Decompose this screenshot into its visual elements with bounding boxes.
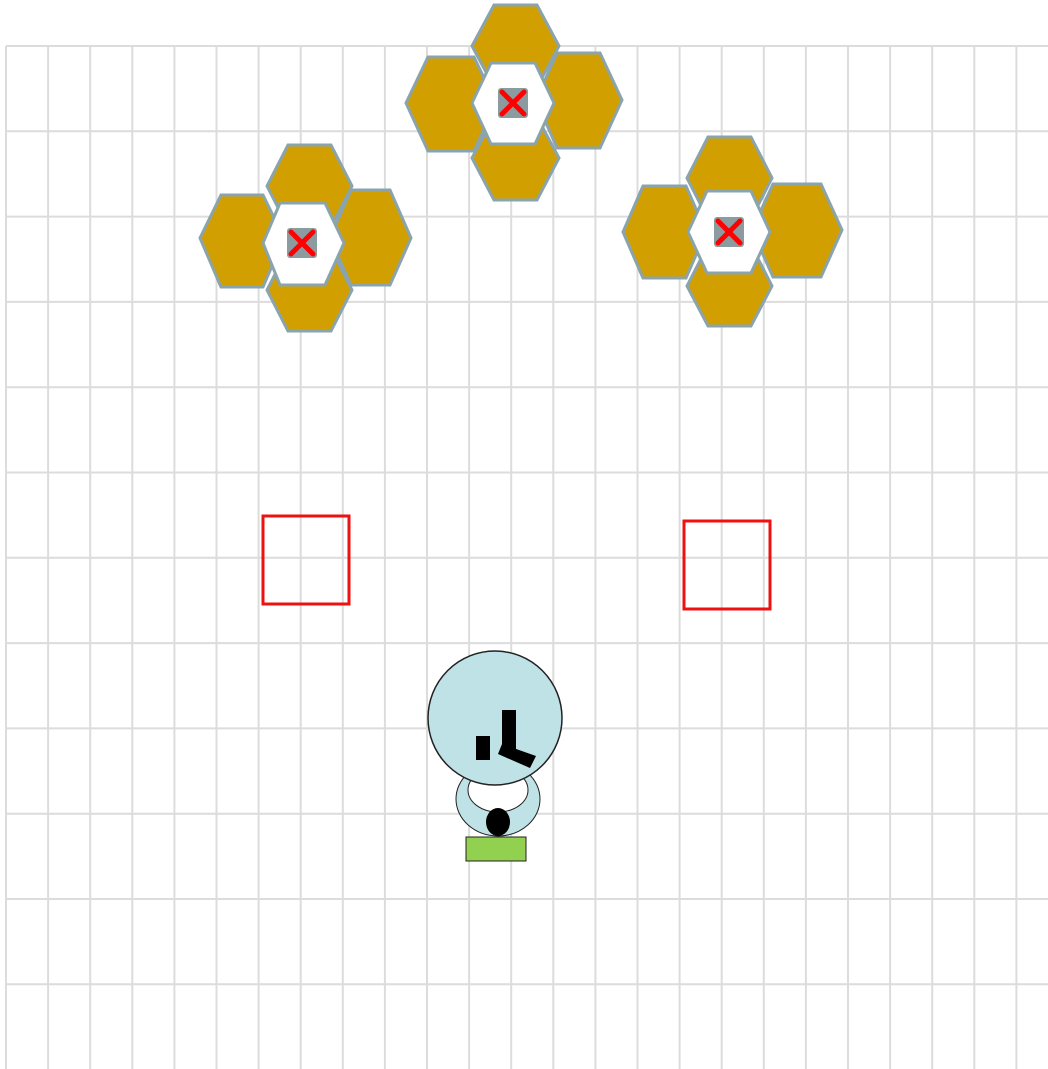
hex-cluster-right[interactable] xyxy=(623,137,842,326)
robot-base xyxy=(466,837,526,861)
hex-cluster-top[interactable] xyxy=(406,5,622,200)
hex-cluster-left[interactable] xyxy=(200,145,411,331)
robot-player[interactable] xyxy=(428,651,562,861)
x-marker-icon xyxy=(498,88,528,118)
drop-target-right[interactable] xyxy=(684,521,770,609)
robot-head xyxy=(428,651,562,785)
drop-target-left[interactable] xyxy=(263,516,349,604)
robot-wheel-icon xyxy=(486,808,510,836)
x-marker-icon xyxy=(714,217,744,247)
x-marker-icon xyxy=(287,228,317,258)
